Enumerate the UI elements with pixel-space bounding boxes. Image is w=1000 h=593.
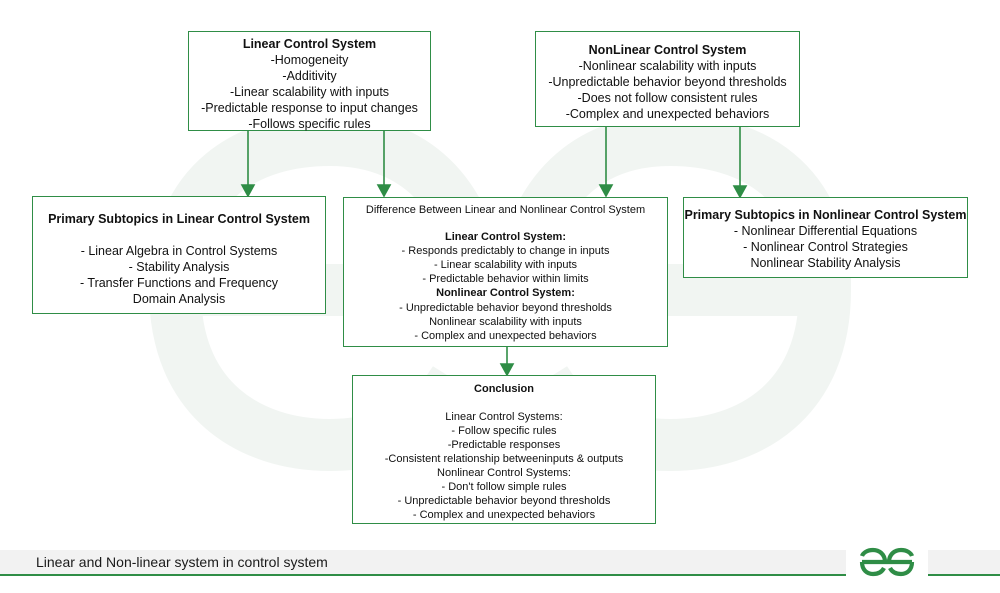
- nonlinear-subtopics-box: Primary Subtopics in Nonlinear Control S…: [683, 197, 968, 278]
- difference-box-title: Difference Between Linear and Nonlinear …: [365, 204, 646, 216]
- difference-linear-item: - Linear scalability with inputs: [433, 259, 578, 272]
- linear-control-system-box: Linear Control System -Homogeneity -Addi…: [188, 31, 431, 131]
- linear-subtopic-item: - Transfer Functions and Frequency: [79, 276, 278, 290]
- footer-right-bar: [928, 550, 1000, 576]
- nonlinear-box-line: -Does not follow consistent rules: [577, 91, 758, 105]
- difference-nonlinear-item: - Unpredictable behavior beyond threshol…: [399, 301, 612, 314]
- difference-nonlinear-item: Nonlinear scalability with inputs: [429, 315, 582, 328]
- nonlinear-box-title: NonLinear Control System: [588, 43, 747, 57]
- conclusion-line: Linear Control Systems:: [445, 411, 563, 423]
- nonlinear-subtopics-title: Primary Subtopics in Nonlinear Control S…: [684, 208, 967, 222]
- difference-linear-heading: Linear Control System:: [444, 231, 567, 244]
- conclusion-line: - Don't follow simple rules: [441, 481, 567, 493]
- nonlinear-box-line: -Unpredictable behavior beyond threshold…: [548, 75, 787, 89]
- linear-subtopic-item: - Stability Analysis: [128, 260, 230, 274]
- linear-box-line: -Homogeneity: [270, 53, 349, 67]
- conclusion-title: Conclusion: [474, 383, 534, 395]
- conclusion-line: - Complex and unexpected behaviors: [412, 509, 596, 521]
- difference-box: Difference Between Linear and Nonlinear …: [343, 197, 668, 347]
- linear-box-line: -Predictable response to input changes: [201, 101, 418, 115]
- nonlinear-subtopic-item: - Nonlinear Differential Equations: [733, 224, 918, 238]
- nonlinear-box-line: -Complex and unexpected behaviors: [565, 107, 770, 121]
- linear-subtopics-box: Primary Subtopics in Linear Control Syst…: [32, 196, 326, 314]
- conclusion-line: - Unpredictable behavior beyond threshol…: [397, 495, 611, 507]
- linear-box-title: Linear Control System: [242, 37, 377, 51]
- nonlinear-subtopic-item: - Nonlinear Control Strategies: [743, 240, 908, 254]
- difference-linear-item: - Responds predictably to change in inpu…: [401, 245, 610, 258]
- difference-nonlinear-item: - Complex and unexpected behaviors: [414, 329, 597, 342]
- nonlinear-subtopic-item: Nonlinear Stability Analysis: [750, 256, 901, 270]
- nonlinear-box-line: -Nonlinear scalability with inputs: [578, 59, 757, 73]
- linear-box-line: -Follows specific rules: [248, 117, 371, 131]
- conclusion-line: -Predictable responses: [447, 439, 561, 451]
- linear-subtopic-item: Domain Analysis: [132, 292, 226, 306]
- footer-caption: Linear and Non-linear system in control …: [36, 554, 328, 570]
- conclusion-line: Nonlinear Control Systems:: [437, 467, 571, 479]
- conclusion-line: - Follow specific rules: [451, 425, 557, 437]
- linear-box-line: -Additivity: [282, 69, 337, 83]
- conclusion-line: -Consistent relationship betweeninputs &…: [384, 453, 624, 465]
- conclusion-box: Conclusion Linear Control Systems: - Fol…: [352, 375, 656, 524]
- linear-box-line: -Linear scalability with inputs: [229, 85, 390, 99]
- footer-caption-bar: [0, 550, 928, 576]
- difference-nonlinear-heading: Nonlinear Control System:: [436, 287, 575, 300]
- difference-linear-item: - Predictable behavior within limits: [422, 273, 589, 286]
- footer-bar: Linear and Non-linear system in control …: [0, 550, 1000, 577]
- nonlinear-control-system-box: NonLinear Control System -Nonlinear scal…: [535, 31, 800, 127]
- linear-subtopics-title: Primary Subtopics in Linear Control Syst…: [48, 212, 310, 226]
- gfg-logo-icon: [846, 542, 928, 582]
- linear-subtopic-item: - Linear Algebra in Control Systems: [80, 244, 278, 258]
